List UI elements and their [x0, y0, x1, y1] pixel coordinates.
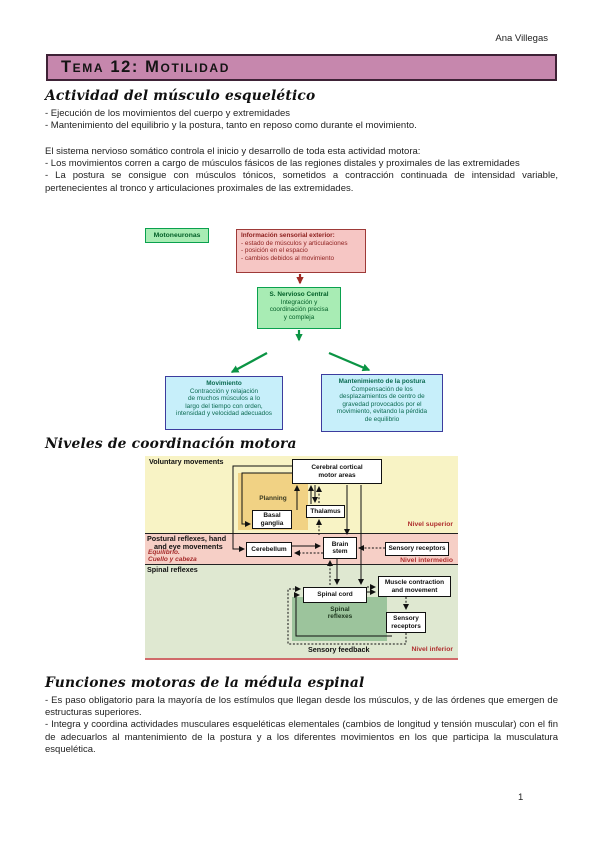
bullet-line: - Ejecución de los movimientos del cuerp… [45, 108, 291, 119]
box-title: Información sensorial exterior: [241, 232, 335, 239]
box-central-nervous-system: S. Nervioso Central Integración y coordi… [257, 287, 341, 329]
bullet-line: - La postura se consigue con músculos tó… [45, 170, 558, 194]
box-brain-stem: Brain stem [323, 537, 357, 559]
bullet-line: - Es paso obligatorio para la mayoría de… [45, 695, 558, 719]
label-voluntary-movements: Voluntary movements [149, 457, 224, 466]
box-basal-ganglia: Basal ganglia [252, 510, 292, 529]
label-spinal-reflexes-band: Spinal reflexes [147, 565, 198, 574]
arrow-motoneurons-to-movement [230, 351, 268, 374]
paragraph-block-3: - Es paso obligatorio para la mayoría de… [45, 695, 558, 756]
box-muscle-contraction: Muscle contraction and movement [378, 576, 451, 597]
diagram-bottom-rule [145, 658, 458, 660]
diagram-motor-levels: Voluntary movements Cerebral cortical mo… [145, 456, 458, 660]
bullet-line: - Integra y coordina actividades muscula… [45, 719, 558, 755]
page-number: 1 [518, 792, 524, 803]
label-planning: Planning [259, 495, 287, 502]
box-sensory-receptors-mid: Sensory receptors [385, 542, 449, 556]
note-cuello-cabeza: Cuello y cabeza [148, 556, 197, 563]
section-heading-niveles: Niveles de coordinación motora [45, 436, 297, 452]
arrow-motoneurons-to-posture [328, 351, 371, 372]
box-sensory-receptors-low: Sensory receptors [386, 612, 426, 633]
label-spinal-reflexes-inner: Spinal reflexes [327, 606, 353, 621]
box-title: Movimiento [206, 380, 242, 387]
label-nivel-superior: Nivel superior [407, 521, 453, 528]
paragraph-block-1: - Ejecución de los movimientos del cuerp… [45, 108, 558, 132]
page-title: Tema 12: Motilidad [61, 58, 230, 76]
box-title: S. Nervioso Central [269, 291, 329, 298]
box-movement: Movimiento Contracción y relajación de m… [165, 376, 283, 430]
box-sensory-information: Información sensorial exterior: - estado… [236, 229, 366, 273]
box-spinal-cord: Spinal cord [303, 587, 367, 603]
bullet-line: - Mantenimiento del equilibrio y la post… [45, 120, 417, 132]
bullet-line: - Los movimientos corren a cargo de músc… [45, 158, 520, 170]
box-motoneurons: Motoneuronas [145, 228, 209, 243]
box-title: Mantenimiento de la postura [338, 378, 426, 385]
author-name: Ana Villegas [495, 33, 548, 44]
section-heading-funciones: Funciones motoras de la médula espinal [45, 675, 365, 691]
label-postural-reflexes: Postural reflexes, hand and eye movement… [147, 534, 227, 551]
paragraph-intro: El sistema nervioso somático controla el… [45, 146, 421, 157]
paragraph-block-2: El sistema nervioso somático controla el… [45, 146, 558, 195]
title-banner: Tema 12: Motilidad [46, 54, 557, 81]
note-equilibrio: Equilibrio. [148, 549, 180, 556]
box-cerebral-cortex: Cerebral cortical motor areas [292, 459, 382, 484]
label-sensory-feedback: Sensory feedback [308, 645, 370, 654]
label-nivel-inferior: Nivel inferior [411, 646, 453, 653]
box-cerebellum: Cerebellum [246, 542, 292, 557]
box-posture-maintenance: Mantenimiento de la postura Compensación… [321, 374, 443, 432]
section-heading-actividad: Actividad del músculo esquelético [45, 88, 316, 104]
box-thalamus: Thalamus [306, 505, 345, 518]
flowchart-sensorimotor: Información sensorial exterior: - estado… [145, 228, 455, 435]
label-nivel-intermedio: Nivel intermedio [400, 557, 453, 564]
